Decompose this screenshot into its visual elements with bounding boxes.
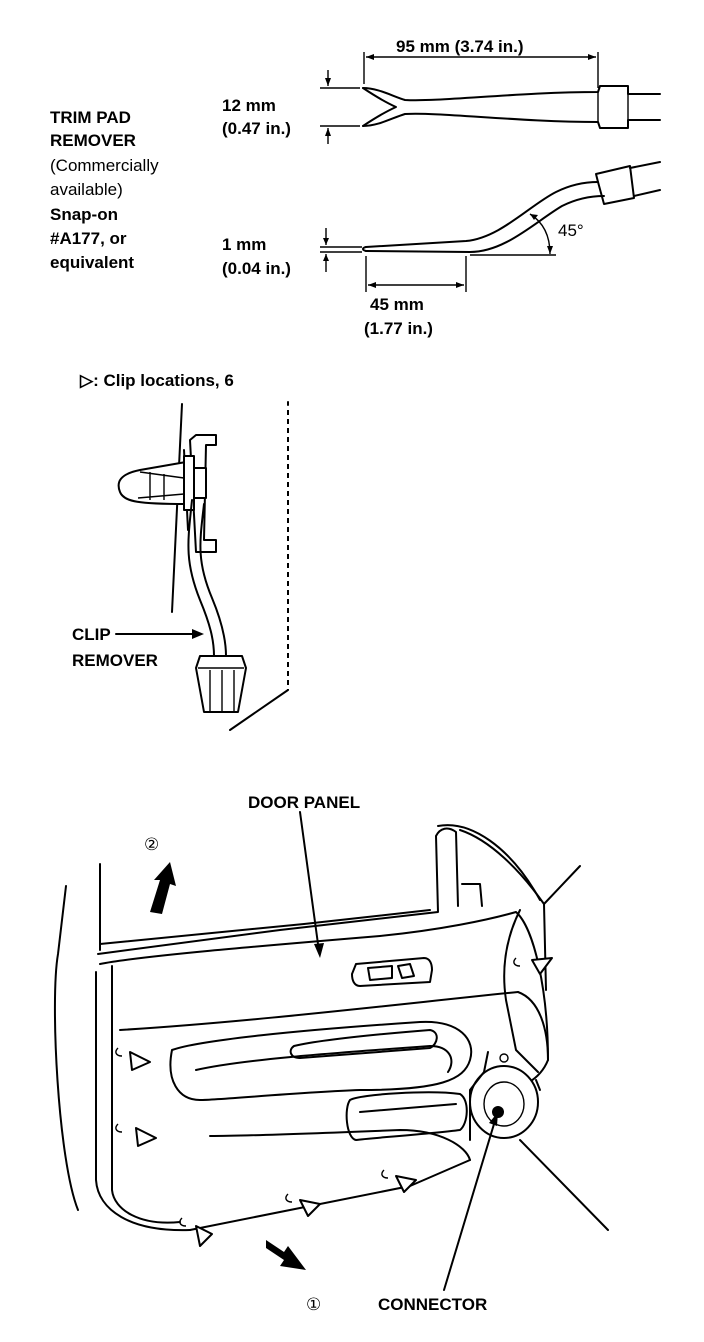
- dim-fork-width-in: (0.47 in.): [222, 119, 291, 138]
- tool-top-view: 95 mm (3.74 in.) 12 mm (0.47 in.): [222, 37, 661, 144]
- clip-marker-icon: [195, 1225, 213, 1247]
- door-panel-label: DOOR PANEL: [248, 793, 360, 812]
- clip-marker-icon: [299, 1199, 321, 1217]
- up-arrow-icon: [150, 862, 176, 914]
- dim-thickness-mm: 1 mm: [222, 235, 266, 254]
- tool-name-line-2: REMOVER: [50, 131, 136, 150]
- clip-marker-icon: [135, 1127, 157, 1147]
- tool-side-view: 45° 1 mm (0.04 in.) 45 mm (1.77 in.): [222, 161, 661, 338]
- down-right-arrow-icon: [266, 1240, 306, 1270]
- tool-name-line-5: Snap-on: [50, 205, 118, 224]
- door-panel-section: DOOR PANEL ② ①: [53, 793, 609, 1314]
- dim-bend-length-mm: 45 mm: [370, 295, 424, 314]
- step-1-marker: ①: [306, 1295, 321, 1314]
- dim-fork-width-mm: 12 mm: [222, 96, 276, 115]
- clip-locations-legend: ▷: Clip locations, 6: [79, 371, 234, 390]
- tool-name-line-4: available): [50, 180, 123, 199]
- clip-marker-icon: [395, 1175, 417, 1193]
- dim-thickness-in: (0.04 in.): [222, 259, 291, 278]
- clip-marker-icon: [531, 957, 553, 975]
- tool-name-line-3: (Commercially: [50, 156, 159, 175]
- tool-name-line-1: TRIM PAD: [50, 108, 131, 127]
- tool-name-line-7: equivalent: [50, 253, 134, 272]
- clip-marker-icon: [129, 1051, 151, 1071]
- dim-bend-length-in: (1.77 in.): [364, 319, 433, 338]
- trim-pad-remover-section: TRIM PAD REMOVER (Commercially available…: [50, 37, 661, 338]
- clip-markers: [115, 957, 553, 1247]
- dim-angle-label: 45°: [558, 221, 584, 240]
- clip-detail-section: ▷: Clip locations, 6 CLIP REMOVER: [72, 371, 289, 731]
- dim-length-label: 95 mm (3.74 in.): [396, 37, 524, 56]
- step-2-marker: ②: [144, 835, 159, 854]
- clip-remover-label-line1: CLIP: [72, 625, 111, 644]
- clip-remover-label-line2: REMOVER: [72, 651, 158, 670]
- connector-label: CONNECTOR: [378, 1295, 487, 1314]
- tool-name-line-6: #A177, or: [50, 229, 127, 248]
